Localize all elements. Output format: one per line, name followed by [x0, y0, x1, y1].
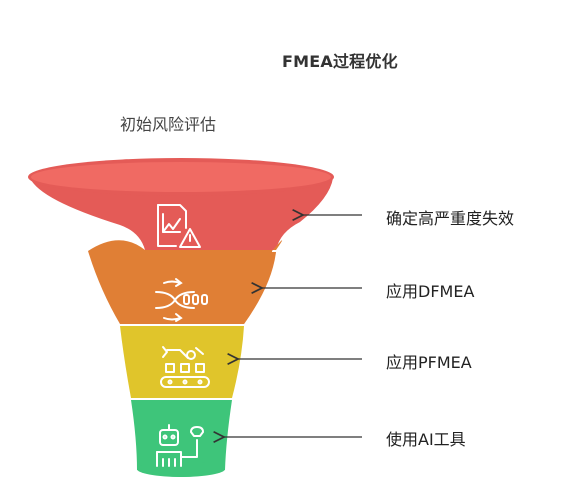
chart-warning-icon: [157, 204, 201, 248]
funnel-stage-1: [28, 158, 334, 250]
stage-2-label: 应用DFMEA: [386, 282, 475, 301]
assembly-line-icon: [160, 346, 210, 388]
robot-icon: [156, 424, 204, 467]
funnel-stage-3: [120, 326, 244, 398]
funnel-stage-2: [88, 240, 283, 324]
stage-4-label: 使用AI工具: [386, 430, 466, 449]
diagram-title: FMEA过程优化: [282, 52, 398, 71]
stage-1-label: 确定高严重度失效: [386, 209, 515, 228]
funnel-top-label: 初始风险评估: [120, 115, 217, 134]
stage-3-label: 应用PFMEA: [386, 353, 472, 372]
process-flow-icon: [155, 278, 208, 322]
